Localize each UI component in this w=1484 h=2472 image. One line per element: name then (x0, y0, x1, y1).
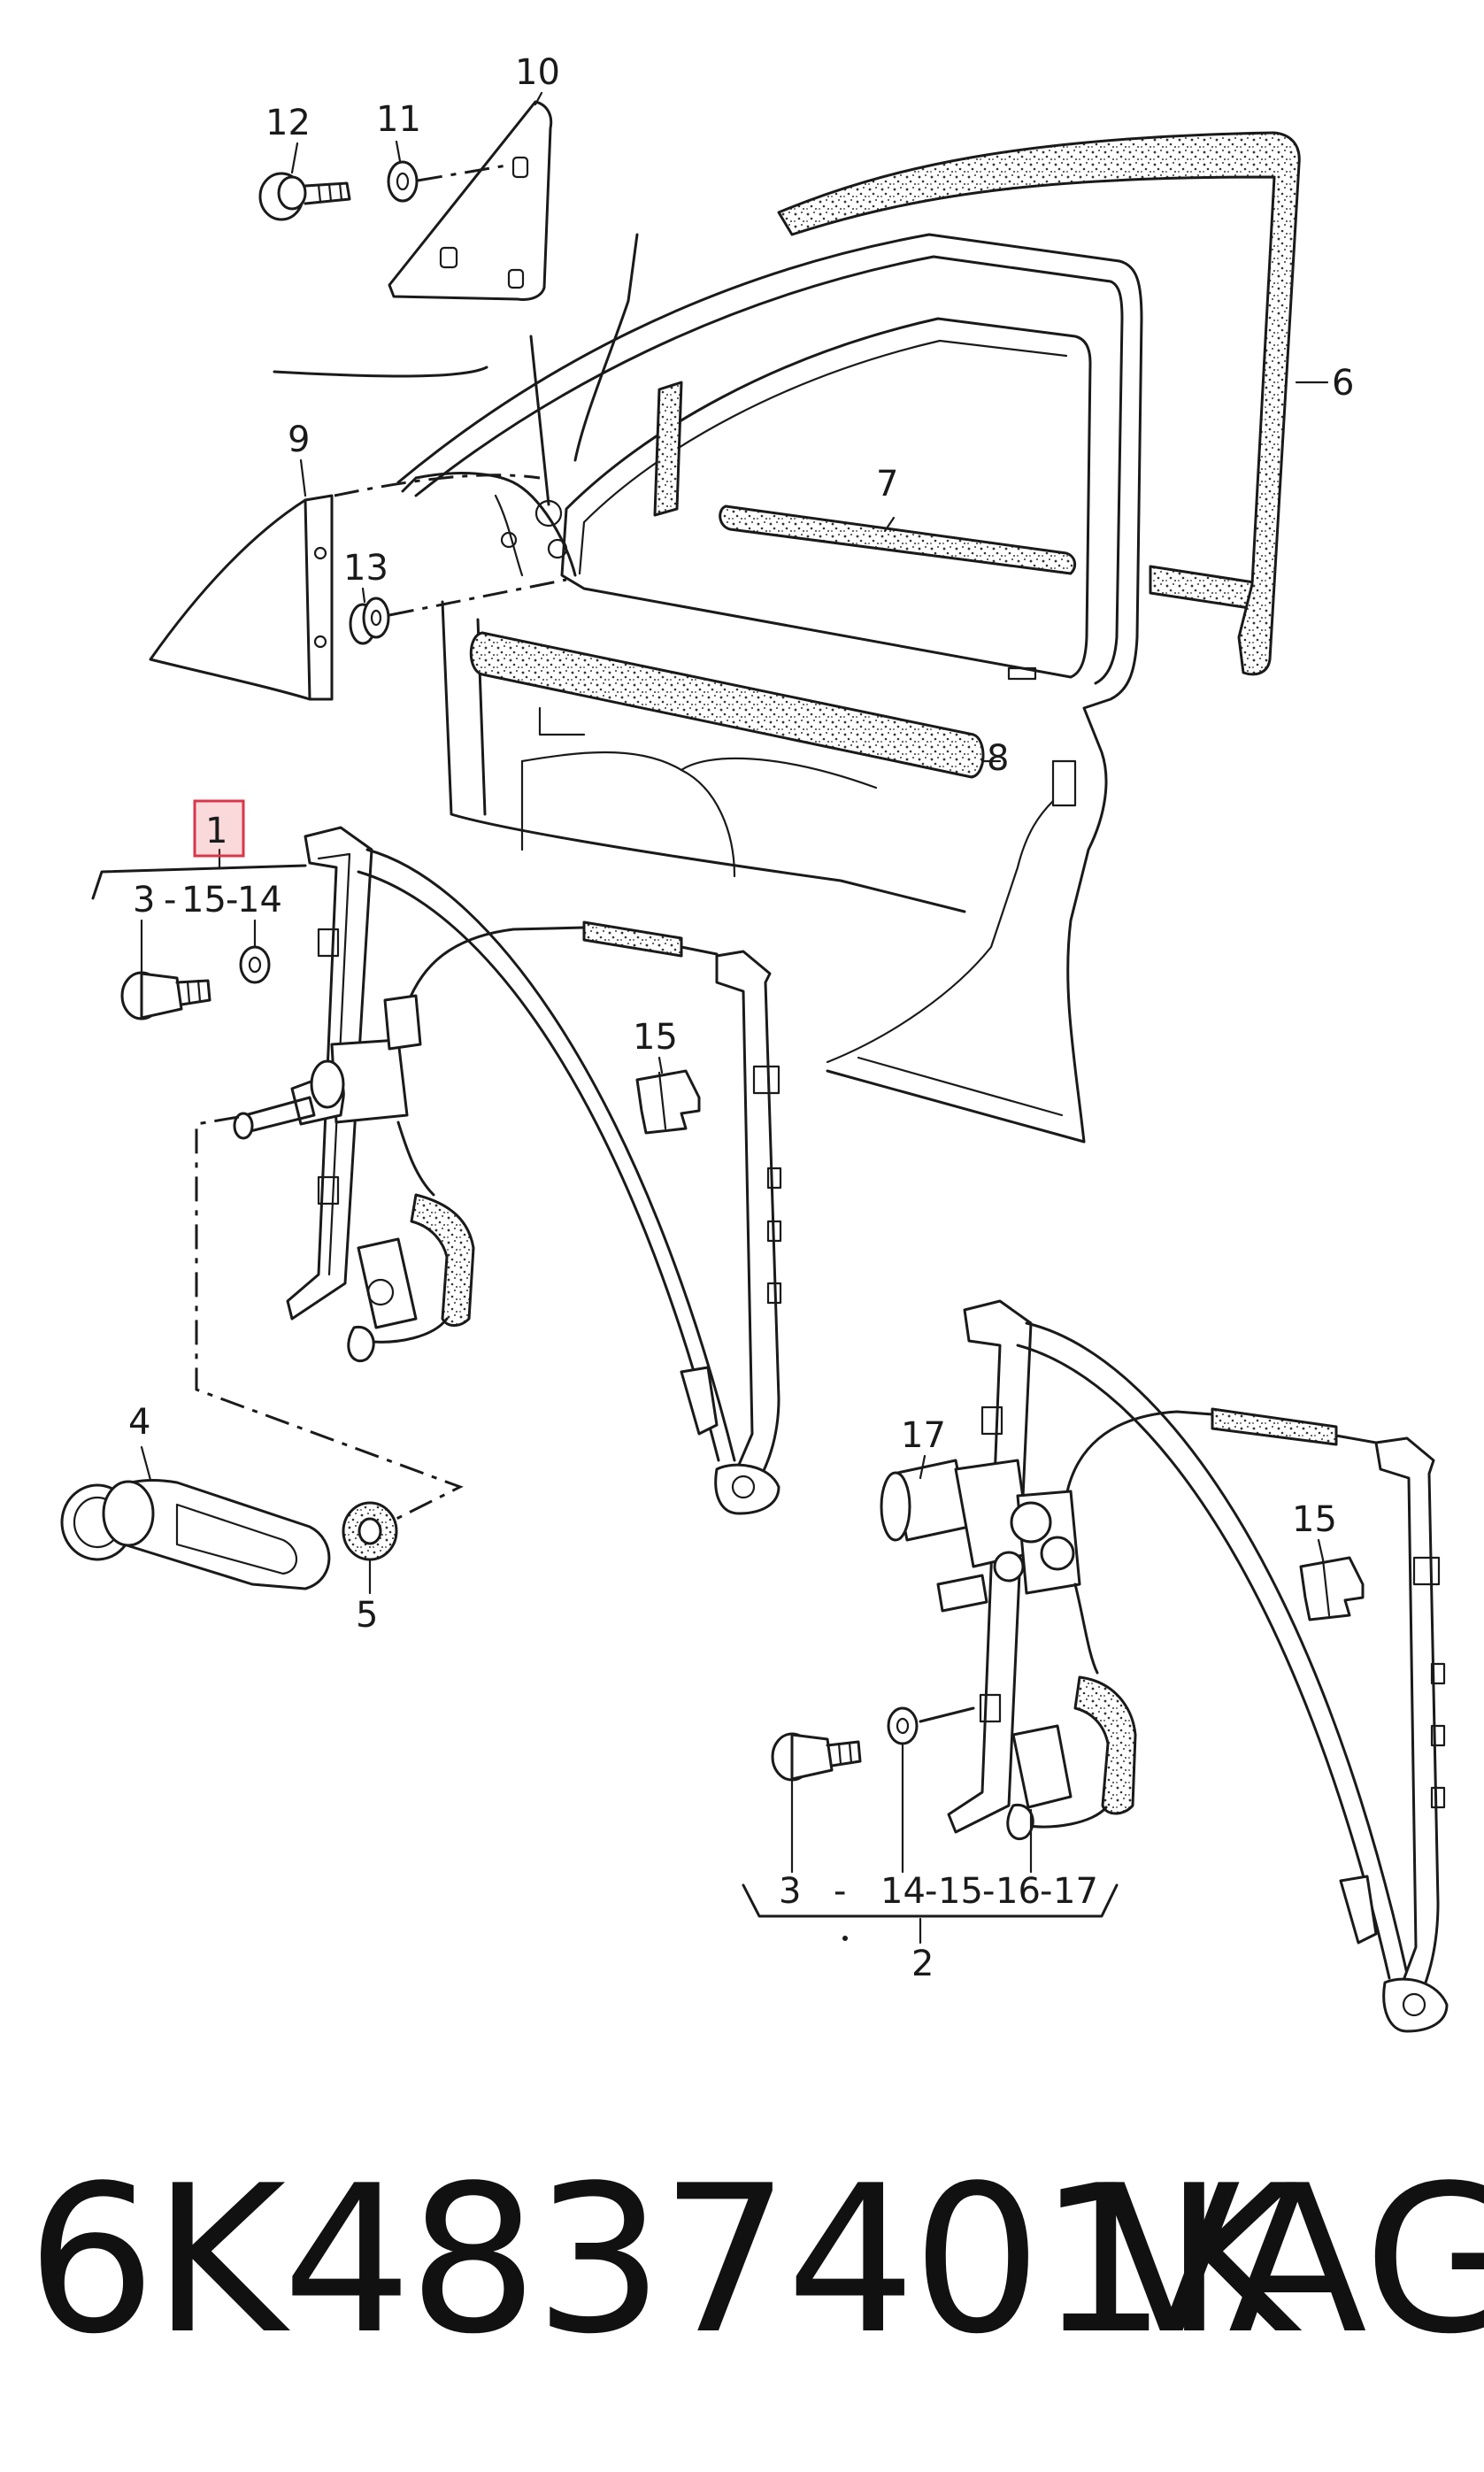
svg-text:-: - (1040, 1871, 1052, 1912)
dot-mark (842, 1936, 848, 1941)
callout-1: 1 (205, 811, 227, 851)
leader-10b (573, 233, 639, 462)
group-2-item-14: 14 (880, 1871, 926, 1912)
part-number-text: 6K4837401K (27, 2143, 1297, 2379)
washer-part-14-left (239, 945, 271, 984)
svg-text:-: - (834, 1871, 846, 1912)
washer-part-14-right (887, 1706, 919, 1745)
group-1-item-14: 14 (237, 880, 282, 920)
leader-10a (273, 366, 488, 378)
clip-part-15-lower (1299, 1556, 1365, 1621)
mirror-cover-part-9 (149, 494, 334, 701)
group-2-item-15: 15 (938, 1871, 983, 1912)
svg-text:-: - (982, 1871, 995, 1912)
crank-handle-part-4 (60, 1479, 331, 1590)
callout-10: 10 (515, 52, 560, 93)
callout-8: 8 (987, 738, 1009, 779)
callout-leaders (91, 91, 1329, 1944)
door-frame (396, 233, 1269, 1144)
window-regulator-electric (880, 1299, 1449, 2033)
group-1-item-15: 15 (181, 880, 227, 920)
group-1-item-3: 3 (133, 880, 155, 920)
highlighted-callout-1 (193, 799, 245, 858)
leader-11 (417, 163, 512, 182)
screw-part-12 (258, 172, 351, 221)
callout-15-upper: 15 (633, 1017, 678, 1058)
leader-13 (388, 578, 567, 617)
leader-washer-right (919, 1706, 975, 1723)
callout-7: 7 (876, 464, 898, 504)
callout-2: 2 (911, 1944, 934, 1984)
crank-assembly-line (195, 1115, 464, 1524)
group-2-item-17: 17 (1053, 1871, 1098, 1912)
washer-part-11 (387, 160, 419, 203)
svg-text:-: - (226, 880, 238, 920)
group-1-label: 3 - 15 - 14 (133, 880, 282, 920)
callout-4: 4 (128, 1402, 150, 1443)
trim-triangle-part-10 (388, 100, 553, 301)
callout-12: 12 (265, 103, 311, 143)
callout-9: 9 (288, 420, 310, 460)
leader-10c (529, 335, 550, 506)
group-2-item-16: 16 (996, 1871, 1041, 1912)
callout-5: 5 (356, 1595, 378, 1636)
clip-part-13 (349, 597, 390, 645)
callout-13: 13 (343, 548, 388, 589)
callout-11: 11 (376, 99, 421, 140)
inner-seal-part-7 (719, 504, 1077, 575)
door-seal-part-6 (777, 131, 1301, 676)
bolt-part-3-left (120, 971, 211, 1020)
escutcheon-part-5 (342, 1501, 398, 1561)
callout-15-lower: 15 (1292, 1499, 1337, 1540)
leader-9 (334, 474, 541, 497)
bolt-part-3-right (771, 1732, 862, 1782)
callout-17: 17 (901, 1415, 946, 1456)
window-regulator-manual (233, 826, 782, 1515)
outer-seal-part-8 (469, 631, 985, 779)
svg-text:-: - (164, 880, 176, 920)
callout-6: 6 (1332, 363, 1354, 404)
group-2-label: 3 - 14 - 15 - 16 - 17 (779, 1871, 1098, 1912)
brand-text: VAG (1102, 2143, 1484, 2379)
group-2-item-3: 3 (779, 1871, 801, 1912)
svg-text:-: - (925, 1871, 937, 1912)
clip-part-15-upper (635, 1069, 701, 1135)
